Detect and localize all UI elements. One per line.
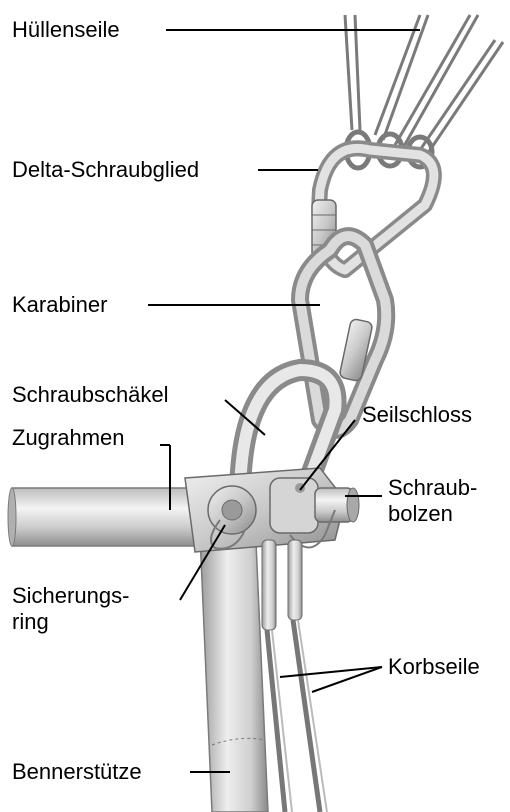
label-bennerstuetze: Bennerstütze [12,759,142,785]
burner-support-tube [200,520,268,812]
screw-bolt [315,488,359,522]
label-zugrahmen: Zugrahmen [12,425,125,451]
label-delta-schraubglied: Delta-Schraubglied [12,157,199,183]
label-sicherungsring-1: Sicherungs- [12,583,129,609]
label-korbseile: Korbseile [388,654,480,680]
label-karabiner: Karabiner [12,292,107,318]
label-seilschloss: Seilschloss [362,402,472,428]
label-schraubbolzen-1: Schraub- [388,475,477,501]
label-sicherungsring-2: ring [12,609,49,635]
label-huellenseile: Hüllenseile [12,17,120,43]
label-schraubschaekel: Schraubschäkel [12,382,169,408]
label-schraubbolzen-2: bolzen [388,501,453,527]
